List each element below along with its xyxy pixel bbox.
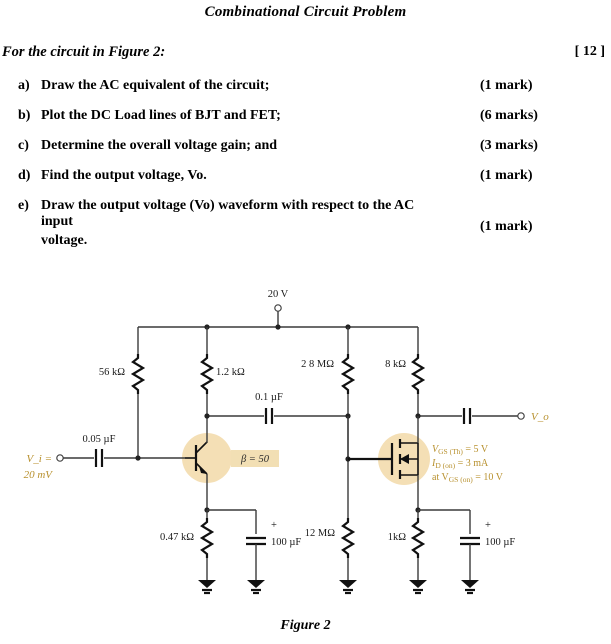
total-marks-badge: [ 12 ] bbox=[574, 44, 605, 59]
circuit-diagram: 20 V 56 kΩ 1.2 kΩ 2 8 MΩ 8 kΩ 0.1 µF bbox=[24, 289, 549, 595]
question-item: a) Draw the AC equivalent of the circuit… bbox=[0, 78, 611, 108]
input-terminal bbox=[56, 454, 64, 462]
node-rail-supply bbox=[275, 324, 281, 330]
resistor-047k-symbol bbox=[199, 518, 215, 558]
cap-005-label: 0.05 µF bbox=[83, 434, 116, 445]
ground-symbol bbox=[461, 580, 479, 595]
fet-spec-line-1: VGS (Th) = 5 V bbox=[432, 444, 489, 456]
question-text: Draw the AC equivalent of the circuit; bbox=[41, 78, 270, 93]
question-label: a) bbox=[18, 78, 30, 93]
question-text: Draw the output voltage (Vo) waveform wi… bbox=[41, 198, 441, 249]
question-label: e) bbox=[18, 198, 29, 213]
cap-e-label: 100 µF bbox=[271, 537, 301, 548]
resistor-28m-symbol bbox=[340, 354, 356, 394]
ground-symbol bbox=[409, 580, 427, 595]
fet-spec-line-2: ID (on) = 3 mA bbox=[431, 458, 489, 470]
question-label: d) bbox=[18, 168, 31, 183]
resistor-1k-label: 1kΩ bbox=[388, 532, 407, 543]
supply-terminal bbox=[274, 304, 282, 312]
fet-spec-line-3: at VGS (on) = 10 V bbox=[432, 472, 504, 484]
question-item: c) Determine the overall voltage gain; a… bbox=[0, 138, 611, 168]
resistor-12m-label: 12 MΩ bbox=[305, 528, 335, 539]
question-item: e) Draw the output voltage (Vo) waveform… bbox=[0, 198, 611, 249]
question-marks: (1 mark) bbox=[480, 168, 533, 183]
cap-e-polarity-label: + bbox=[271, 520, 277, 531]
resistor-28m-label: 2 8 MΩ bbox=[301, 359, 334, 370]
fet-bulk-arrow bbox=[400, 454, 409, 464]
question-item: b) Plot the DC Load lines of BJT and FET… bbox=[0, 108, 611, 138]
figure-caption: Figure 2 bbox=[280, 618, 331, 633]
cap-s-label: 100 µF bbox=[485, 537, 515, 548]
resistor-12m-symbol bbox=[340, 518, 356, 558]
question-marks: (1 mark) bbox=[480, 78, 533, 93]
bjt-highlight bbox=[182, 433, 232, 483]
beta-label: β = 50 bbox=[240, 454, 270, 465]
question-label: b) bbox=[18, 108, 31, 123]
question-marks: (6 marks) bbox=[480, 108, 538, 123]
question-text: Plot the DC Load lines of BJT and FET; bbox=[41, 108, 281, 123]
question-text: Determine the overall voltage gain; and bbox=[41, 138, 278, 153]
ground-symbol bbox=[339, 580, 357, 595]
resistor-56k-symbol bbox=[130, 354, 146, 394]
question-text: Find the output voltage, Vo. bbox=[41, 168, 207, 183]
page-title: Combinational Circuit Problem bbox=[204, 4, 407, 20]
resistor-56k-label: 56 kΩ bbox=[99, 367, 125, 378]
resistor-8k-symbol bbox=[410, 354, 426, 394]
node-base-bias bbox=[135, 455, 141, 461]
beta-annotation-box bbox=[231, 450, 279, 467]
resistor-1k2-symbol bbox=[199, 354, 215, 394]
node-gate-divider bbox=[345, 413, 351, 419]
bjt-emitter-arrow bbox=[199, 466, 207, 474]
lead-instruction: For the circuit in Figure 2: bbox=[2, 44, 166, 60]
node-collector bbox=[204, 413, 210, 419]
supply-label: 20 V bbox=[268, 289, 289, 300]
ground-symbol bbox=[198, 580, 216, 595]
question-list: a) Draw the AC equivalent of the circuit… bbox=[0, 78, 611, 249]
bjt-collector-lead bbox=[195, 441, 208, 454]
input-value-label: 20 mV bbox=[24, 469, 54, 481]
resistor-1k-symbol bbox=[410, 518, 426, 558]
resistor-8k-label: 8 kΩ bbox=[385, 359, 406, 370]
question-marks: (3 marks) bbox=[480, 138, 538, 153]
cap-s-polarity-label: + bbox=[485, 520, 491, 531]
question-marks: (1 mark) bbox=[480, 219, 533, 234]
cap-01-label: 0.1 µF bbox=[255, 392, 283, 403]
question-text-line1: Draw the output voltage (Vo) waveform wi… bbox=[41, 198, 415, 229]
resistor-1k2-label: 1.2 kΩ bbox=[216, 367, 245, 378]
input-label: V_i = bbox=[27, 453, 52, 465]
question-label: c) bbox=[18, 138, 29, 153]
resistor-047k-label: 0.47 kΩ bbox=[160, 532, 194, 543]
node-drain bbox=[415, 413, 421, 419]
output-terminal bbox=[517, 412, 525, 420]
question-text-line2: voltage. bbox=[41, 233, 88, 248]
output-label: V_o bbox=[531, 411, 549, 423]
ground-symbol bbox=[247, 580, 265, 595]
question-item: d) Find the output voltage, Vo. (1 mark) bbox=[0, 168, 611, 198]
